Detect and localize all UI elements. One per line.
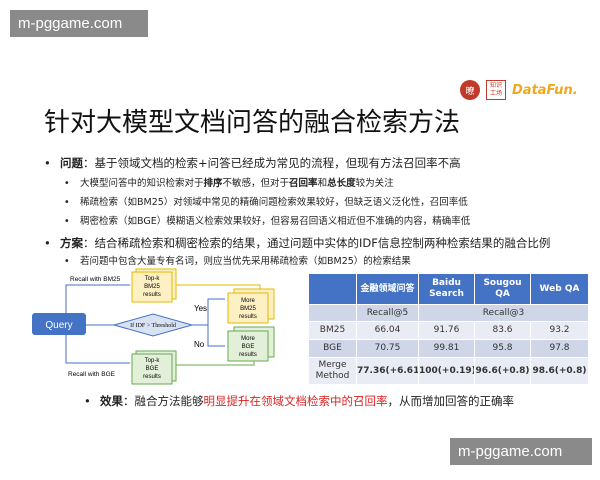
- text: 较为关注: [355, 178, 394, 189]
- cell: 96.6(+0.8): [474, 357, 531, 385]
- text: BGE: [242, 344, 255, 350]
- arrow: [65, 284, 130, 320]
- header-cell: [308, 273, 357, 305]
- text: ：结合稀疏检索和稠密检索的结果，通过问题中实体的IDF信息控制两种检索结果的融合…: [83, 236, 551, 250]
- text: ，从而增加回答的正确率: [387, 394, 515, 408]
- label: 效果: [100, 394, 123, 408]
- header-cell: Baidu Search: [418, 273, 475, 305]
- yes-label: Yes: [194, 304, 207, 313]
- watermark: m-pggame.com: [10, 10, 148, 37]
- bullet-problem: •问题：基于领域文档的检索+问答已经成为常见的流程，但现有方法召回率不高: [44, 156, 461, 170]
- cell: 100(+0.19): [418, 357, 475, 385]
- cell: BGE: [308, 339, 357, 358]
- cell: Recall@5: [356, 304, 419, 322]
- text: BM25: [240, 306, 256, 312]
- arrow: [192, 298, 225, 347]
- cell: 70.75: [356, 339, 419, 358]
- sub-bullet: •大模型问答中的知识检索对于排序不敏感，但对于召回率和总长度较为关注: [64, 178, 394, 189]
- topk-bm25-doc: Top-k BM25 results: [131, 268, 177, 303]
- more-bge-doc: More BGE results: [227, 326, 275, 362]
- condition-label: If IDF > Threshold: [130, 322, 176, 329]
- text: BGE: [146, 366, 159, 372]
- table-header: 金融领域问答 Baidu Search Sougou QA Web QA: [308, 273, 589, 305]
- results-table: 金融领域问答 Baidu Search Sougou QA Web QA Rec…: [308, 273, 589, 385]
- cell: 98.6(+0.8): [530, 357, 589, 385]
- label: 问题: [60, 156, 83, 170]
- text: 稠密检索（如BGE）模糊语义检索效果较好，但容易召回语义相近但不准确的内容，精确…: [80, 216, 471, 227]
- datafun-logo: DataFun.: [512, 82, 578, 98]
- cell: Merge Method: [308, 357, 357, 385]
- cell: BM25: [308, 321, 357, 340]
- highlight-text: 明显提升在领域文档检索中的召回率: [203, 394, 388, 408]
- label: 方案: [60, 236, 83, 250]
- logos: 暸 知识工场 DataFun.: [460, 80, 578, 100]
- cell: 66.04: [356, 321, 419, 340]
- table-row: Recall@5 Recall@3: [308, 304, 589, 322]
- text: Top-k: [145, 276, 161, 282]
- arrow: [175, 284, 261, 289]
- sub-bullet: •稀疏检索（如BM25）对领域中常见的精确问题检索效果较好，但缺乏语义泛化性，召…: [64, 197, 468, 208]
- text: 不敏感，但对于: [222, 178, 290, 189]
- header-cell: 金融领域问答: [356, 273, 419, 305]
- query-box: [32, 313, 86, 335]
- text: 大模型问答中的知识检索对于: [80, 178, 204, 189]
- header-cell: Sougou QA: [474, 273, 531, 305]
- cell: 97.8: [530, 339, 589, 358]
- bullet-effect: •效果：融合方法能够明显提升在领域文档检索中的召回率，从而增加回答的正确率: [84, 394, 514, 408]
- text: BM25: [144, 284, 160, 290]
- text: 若问题中包含大量专有名词，则应当优先采用稀疏检索（如BM25）的检索结果: [80, 256, 411, 267]
- text: results: [143, 374, 161, 380]
- cell: 99.81: [418, 339, 475, 358]
- sub-bullet: •若问题中包含大量专有名词，则应当优先采用稀疏检索（如BM25）的检索结果: [64, 256, 411, 267]
- cell: 77.36(+6.61): [356, 357, 419, 385]
- query-label: Query: [45, 320, 72, 331]
- cell: 95.8: [474, 339, 531, 358]
- bullet-plan: •方案：结合稀疏检索和稠密检索的结果，通过问题中实体的IDF信息控制两种检索结果…: [44, 236, 551, 250]
- cell: 93.2: [530, 321, 589, 340]
- cell: 91.76: [418, 321, 475, 340]
- recall-bge-label: Recall with BGE: [68, 371, 116, 378]
- text: results: [239, 314, 257, 320]
- text: ：基于领域文档的检索+问答已经成为常见的流程，但现有方法召回率不高: [83, 156, 461, 170]
- text: Top-k: [145, 358, 161, 364]
- text: results: [143, 292, 161, 298]
- recall-bm25-label: Recall with BM25: [70, 276, 121, 283]
- more-bm25-doc: More BM25 results: [227, 288, 275, 324]
- cell: [308, 304, 357, 322]
- text: 召回率: [289, 178, 318, 189]
- text: results: [239, 352, 257, 358]
- watermark: m-pggame.com: [450, 438, 592, 465]
- cell: Recall@3: [418, 304, 589, 322]
- arrow: [65, 330, 130, 364]
- condition-diamond: [112, 313, 194, 337]
- topk-bge-doc: Top-k BGE results: [131, 350, 177, 385]
- no-label: No: [194, 340, 205, 349]
- knowledge-works-logo: 知识工场: [486, 80, 506, 100]
- text: 总长度: [327, 178, 356, 189]
- sub-bullet: •稠密检索（如BGE）模糊语义检索效果较好，但容易召回语义相近但不准确的内容，精…: [64, 216, 471, 227]
- slide-title: 针对大模型文档问答的融合检索方法: [44, 108, 461, 138]
- text: 排序: [203, 178, 223, 189]
- text: 和: [317, 178, 328, 189]
- text: More: [241, 298, 255, 304]
- fusion-flow-diagram: Query Recall with BM25 Recall with BGE T…: [32, 268, 275, 385]
- header-cell: Web QA: [530, 273, 589, 305]
- text: ：融合方法能够: [123, 394, 204, 408]
- university-seal-logo: 暸: [460, 80, 480, 100]
- cell: 83.6: [474, 321, 531, 340]
- text: More: [241, 336, 255, 342]
- text: 稀疏检索（如BM25）对领域中常见的精确问题检索效果较好，但缺乏语义泛化性，召回…: [80, 197, 468, 208]
